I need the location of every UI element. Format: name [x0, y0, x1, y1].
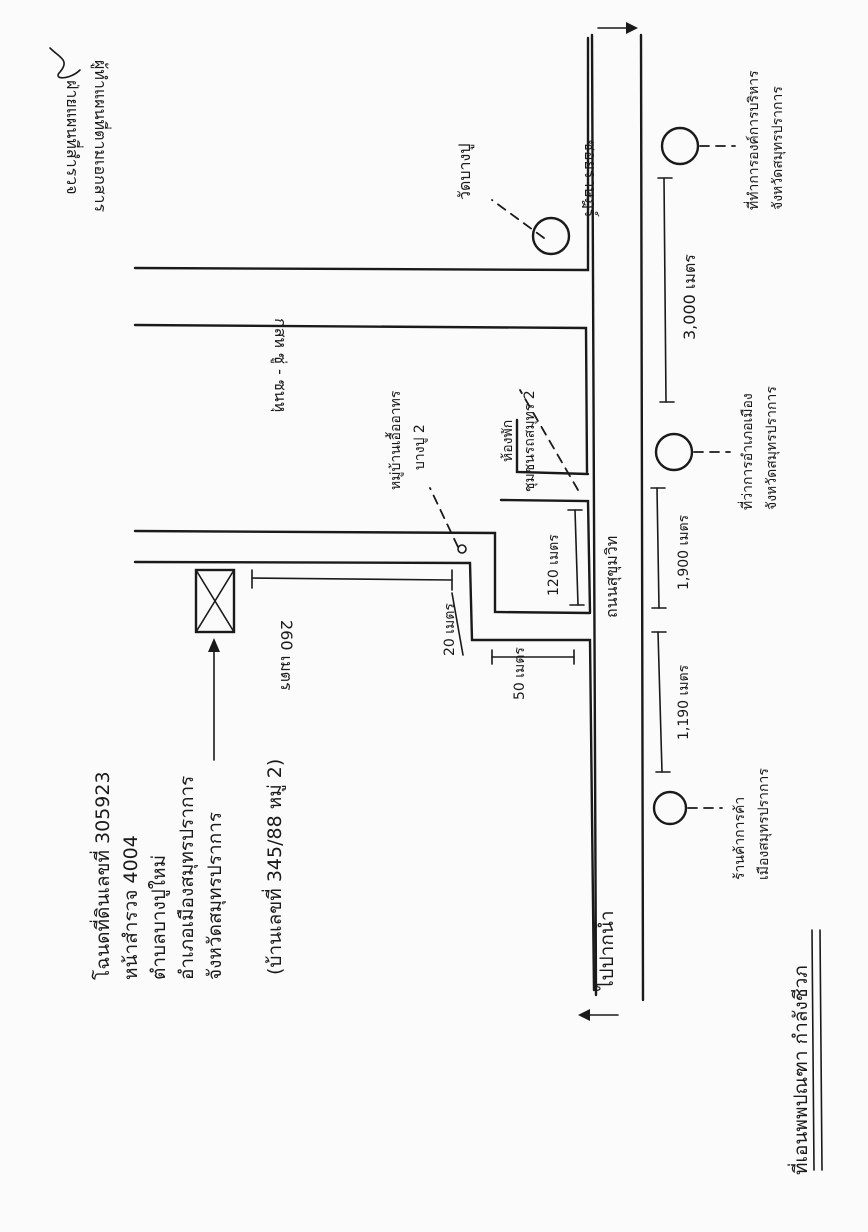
distance-1900: 1,900 เมตร — [676, 514, 692, 590]
landmark-mid-icon — [654, 432, 694, 472]
distance-50: 50 เมตร — [512, 647, 528, 700]
upper-soi-edge-a — [133, 36, 590, 272]
plot-pointer-icon — [208, 638, 220, 652]
distance-20: 20 เมตร — [442, 603, 458, 656]
house-label-1: ห้องพัก — [500, 419, 516, 462]
landmark-right-label-2: จังหวัดสมุทรปราการ — [770, 86, 786, 210]
main-road-right-edge — [639, 33, 645, 1002]
landmark-right-icon — [660, 126, 700, 166]
landmark-mid-label-2: จังหวัดสมุทรปราการ — [764, 386, 780, 510]
surveyor-note-2: ฝ่ายแผนที่สำรวจ — [63, 80, 82, 195]
distance-3000: 3,000 เมตร — [680, 254, 699, 340]
arrow-left-icon — [578, 1009, 590, 1021]
site-description-line-6: (บ้านเลขที่ 345/88 หมู่ 2) — [264, 758, 286, 975]
main-road-left-edge — [590, 33, 598, 997]
village-label-2: บางปู 2 — [412, 424, 428, 470]
plot-box-icon — [194, 568, 236, 634]
site-description-line-3: ตำบลบางปูใหม่ — [148, 854, 170, 980]
site-description-line-2: หน้าสำรวจ 4004 — [120, 835, 142, 980]
arrow-right-icon — [626, 22, 638, 34]
temple-label: วัดบางปู — [455, 143, 474, 200]
village-label-1: หมู่บ้านเอื้ออาทร — [388, 390, 404, 490]
main-road-label: ถนนสุขุมวิท — [602, 535, 621, 618]
mid-soi-edge-b — [133, 560, 596, 992]
site-description-line-5: จังหวัดสมุทรปราการ — [204, 811, 226, 980]
village-marker-icon — [457, 544, 467, 554]
landmark-left-label-1: ร้านค้าการค้า — [732, 796, 748, 880]
signature-icon — [49, 47, 81, 79]
surveyor-note-1: ผู้ทำแผนที่ตามเอกสาร — [91, 60, 110, 213]
landmark-left-icon — [652, 790, 688, 826]
mid-stub-b — [515, 418, 590, 476]
site-description-line-4: อำเภอเมืองสมุทรปราการ — [176, 775, 198, 980]
page-title: ที่เอนพพปณฑา กำลังชีวภ — [790, 965, 812, 1175]
upper-soi-edge-b — [133, 323, 589, 474]
mid-stub-a — [499, 498, 592, 614]
house-label-2: ชุมชนรถสมุทร 2 — [522, 390, 538, 492]
mid-soi-edge-a — [133, 529, 592, 615]
site-description-line-1: โฉนดที่ดินเลขที่ 305923 — [92, 771, 114, 980]
distance-260: 260 เมตร — [277, 620, 296, 691]
distance-120: 120 เมตร — [546, 534, 562, 596]
landmark-left-label-2: เมืองสมุทรปราการ — [756, 768, 772, 880]
upper-soi-label: กสห ซู่ - ซนหุ — [271, 318, 290, 413]
landmark-right-label-1: ที่ทำการองค์การบริหาร — [746, 70, 762, 210]
to-left-label: ไปปากน้ำ — [596, 910, 618, 990]
side-soi-label: ซอยราษฎร์ — [581, 140, 600, 218]
distance-1190: 1,190 เมตร — [676, 664, 692, 740]
landmark-mid-label-1: ที่ว่าการอำเภอเมือง — [740, 393, 756, 510]
temple-marker-icon — [531, 216, 571, 256]
